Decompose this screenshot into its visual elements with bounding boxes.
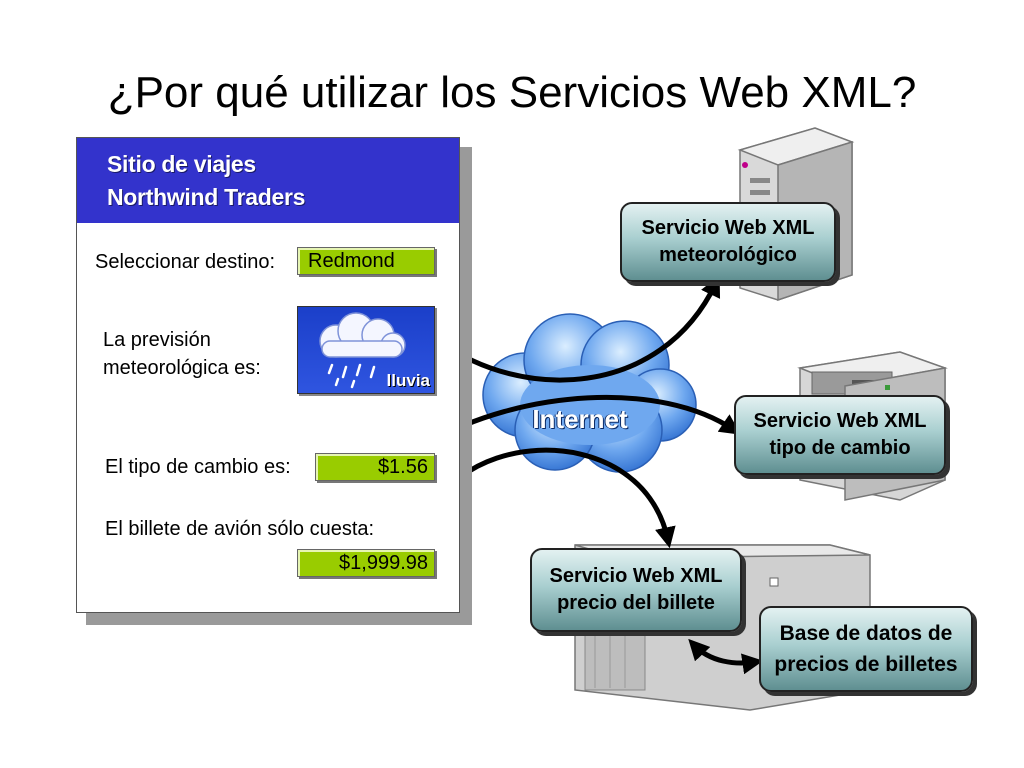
travel-site-title-line1: Sitio de viajes: [107, 151, 256, 177]
exchange-service-box: Servicio Web XML tipo de cambio: [734, 395, 946, 475]
database-line1: Base de datos de: [779, 622, 953, 645]
forecast-value: lluvia: [386, 371, 430, 390]
forecast-label-line2: meteorológica es:: [103, 357, 261, 379]
internet-cloud-icon: [482, 313, 697, 473]
arrow-database: [688, 638, 764, 675]
travel-site-title: Sitio de viajes Northwind Traders: [107, 148, 305, 214]
ticket-field[interactable]: $1,999.98: [297, 549, 435, 577]
forecast-label-line1: La previsión: [103, 329, 211, 351]
rain-cloud-icon: [319, 312, 406, 389]
destination-field[interactable]: Redmond: [297, 247, 435, 275]
forecast-display: lluvia: [297, 306, 435, 394]
weather-service-line1: Servicio Web XML: [641, 217, 815, 239]
exchange-service-line1: Servicio Web XML: [753, 410, 927, 432]
exchange-service-line2: tipo de cambio: [769, 437, 911, 459]
arrow-weather: [434, 275, 721, 383]
database-box: Base de datos de precios de billetes: [759, 606, 973, 692]
weather-service-line2: meteorológico: [659, 244, 797, 266]
destination-label: Seleccionar destino:: [95, 251, 276, 273]
weather-service-box: Servicio Web XML meteorológico: [620, 202, 836, 282]
travel-site-window: Sitio de viajes Northwind Traders Selecc…: [76, 137, 460, 613]
ticket-service-line2: precio del billete: [557, 592, 715, 614]
ticket-label: El billete de avión sólo cuesta:: [105, 518, 375, 540]
forecast-label: La previsión meteorológica es:: [103, 326, 261, 382]
slide-title: ¿Por qué utilizar los Servicios Web XML?: [107, 68, 917, 117]
database-line2: precios de billetes: [774, 653, 958, 676]
travel-site-header: Sitio de viajes Northwind Traders: [77, 138, 459, 223]
ticket-service-line1: Servicio Web XML: [549, 565, 723, 587]
travel-site-title-line2: Northwind Traders: [107, 184, 306, 210]
ticket-service-box: Servicio Web XML precio del billete: [530, 548, 742, 632]
exchange-field[interactable]: $1.56: [315, 453, 435, 481]
exchange-label: El tipo de cambio es:: [105, 456, 291, 478]
internet-label: Internet: [532, 404, 628, 434]
